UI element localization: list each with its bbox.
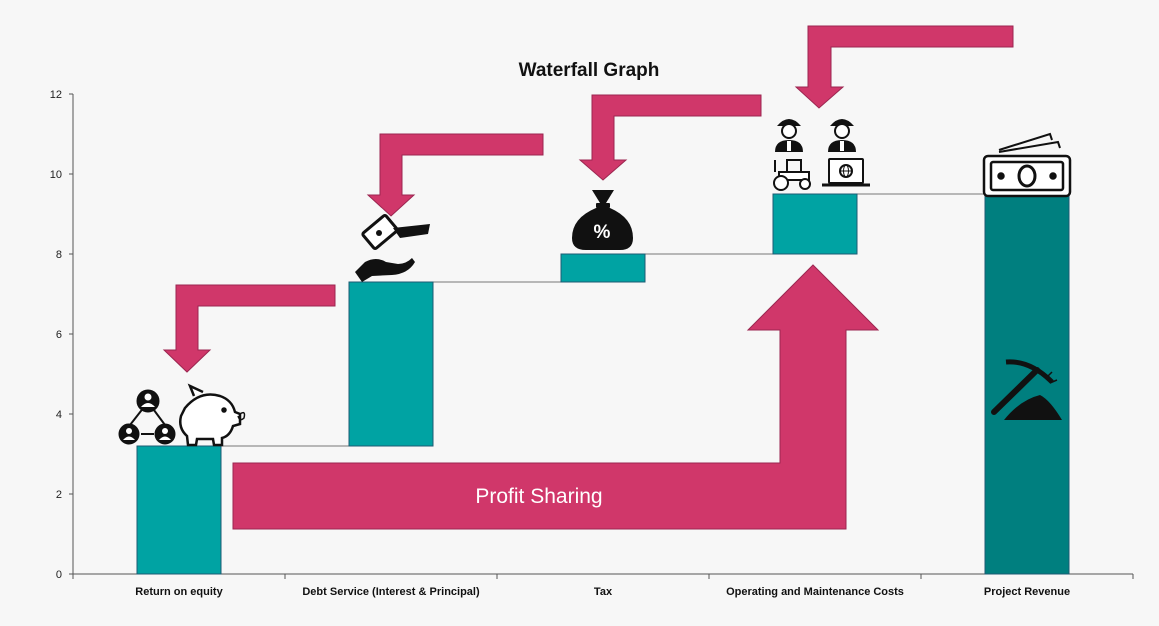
bar	[560, 253, 646, 283]
people-network-icon	[118, 389, 176, 445]
worker-icon	[828, 119, 856, 152]
x-tick-label: Operating and Maintenance Costs	[726, 586, 904, 598]
banknote-stack-icon	[982, 132, 1072, 198]
x-tick-label: Debt Service (Interest & Principal)	[302, 586, 480, 598]
y-tick-label: 8	[56, 249, 62, 261]
y-tick-label: 0	[56, 569, 62, 581]
bar	[348, 281, 434, 447]
chart-title: Waterfall Graph	[519, 60, 660, 81]
arrow-to-tax	[578, 94, 762, 181]
arrow-to-operating-costs	[794, 25, 1014, 109]
cash-in-hand-icon	[355, 214, 430, 282]
x-tick-label: Return on equity	[135, 586, 223, 598]
bar	[984, 193, 1070, 575]
piggy-bank-icon	[179, 383, 246, 447]
bars	[136, 193, 1070, 575]
y-tick-label: 12	[50, 89, 62, 101]
worker-icon	[775, 119, 803, 152]
y-tick-label: 10	[50, 169, 62, 181]
bar	[772, 193, 858, 255]
arrow-to-debt-service	[366, 133, 544, 217]
bent-arrows	[162, 25, 1014, 373]
pickaxe-rock-icon	[991, 359, 1062, 420]
tractor-icon	[773, 159, 811, 191]
x-tick-label: Project Revenue	[984, 586, 1070, 598]
y-tick-label: 4	[56, 409, 62, 421]
arrow-to-return-on-equity	[162, 284, 336, 373]
x-tick-label: Tax	[594, 586, 613, 598]
profit-arrow-shape	[232, 264, 880, 530]
money-bag-percent-icon: %	[572, 190, 633, 250]
percent-glyph: %	[594, 222, 611, 243]
connector-lines	[221, 193, 985, 447]
profit-sharing-arrow: Profit Sharing	[232, 264, 880, 530]
profit-sharing-label: Profit Sharing	[475, 485, 602, 508]
y-tick-label: 6	[56, 329, 62, 341]
y-tick-label: 2	[56, 489, 62, 501]
laptop-globe-icon	[822, 158, 870, 187]
bar	[136, 445, 222, 575]
